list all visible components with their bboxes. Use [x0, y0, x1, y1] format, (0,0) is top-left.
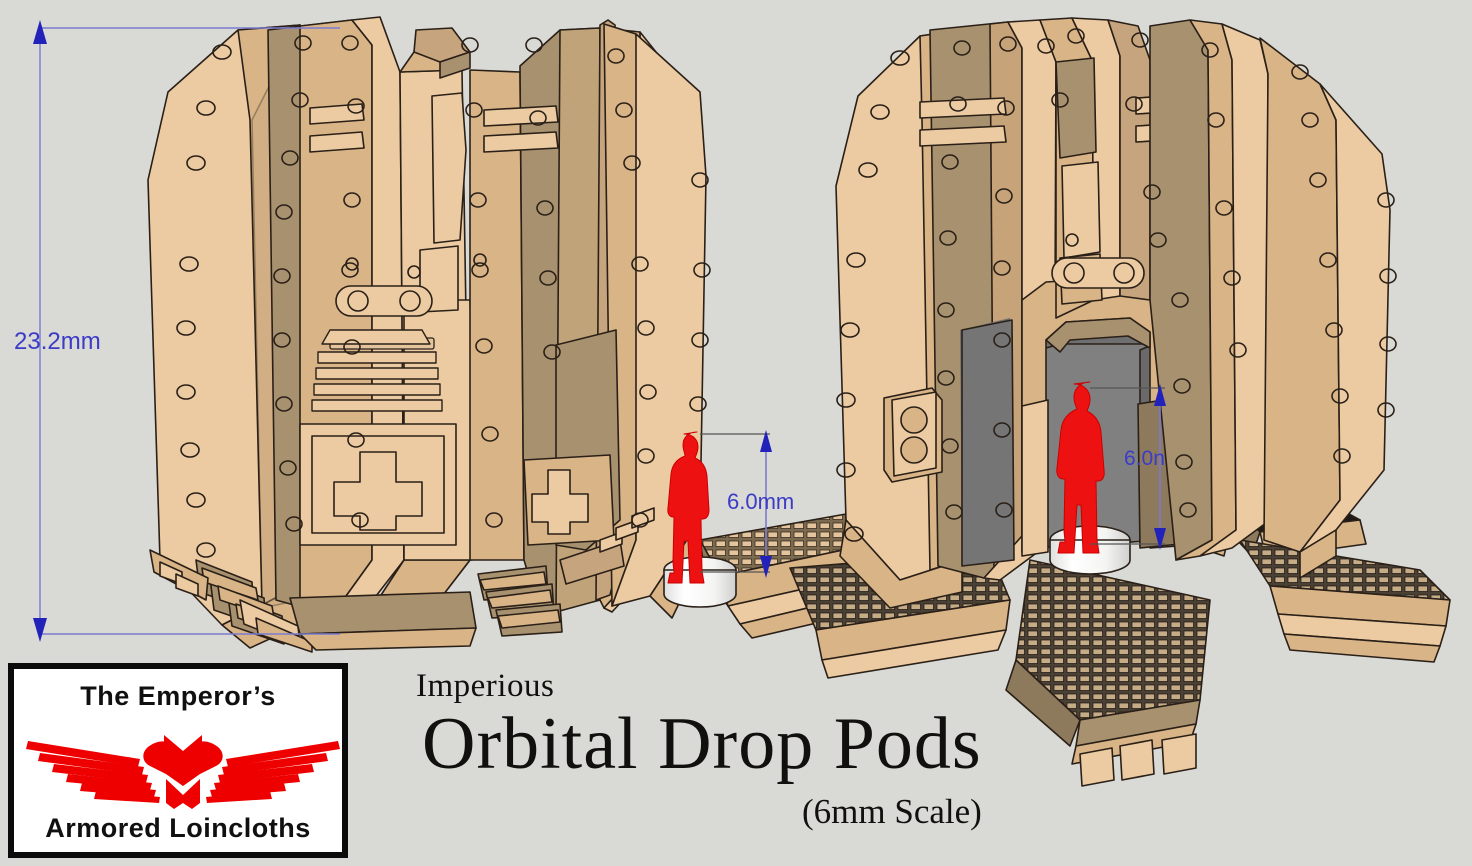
scale-figure-inside-pod [1049, 381, 1131, 575]
title-block: Imperious Orbital Drop Pods (6mm Scale) [412, 663, 1052, 863]
imperial-aquila-icon [26, 735, 340, 809]
dimension-label-figure-right: 6.0n [1124, 447, 1165, 470]
scale-figure-left [663, 431, 737, 608]
dimension-annotations [33, 20, 1166, 642]
title-prefix: Imperious [416, 668, 555, 704]
brand-name-bottom: Armored Loincloths [45, 813, 311, 843]
closed-drop-pod [147, 16, 711, 653]
open-drop-pod [699, 17, 1451, 787]
title-main: Orbital Drop Pods [422, 703, 982, 785]
dimension-label-figure-left: 6.0mm [727, 489, 795, 514]
brand-logo-plaque: The Emperor’s [8, 663, 348, 858]
ramp-front-centre [1005, 559, 1211, 787]
dimension-label-pod-height: 23.2mm [14, 328, 101, 355]
brand-name-top: The Emperor’s [80, 681, 276, 711]
title-subtitle: (6mm Scale) [802, 792, 982, 831]
